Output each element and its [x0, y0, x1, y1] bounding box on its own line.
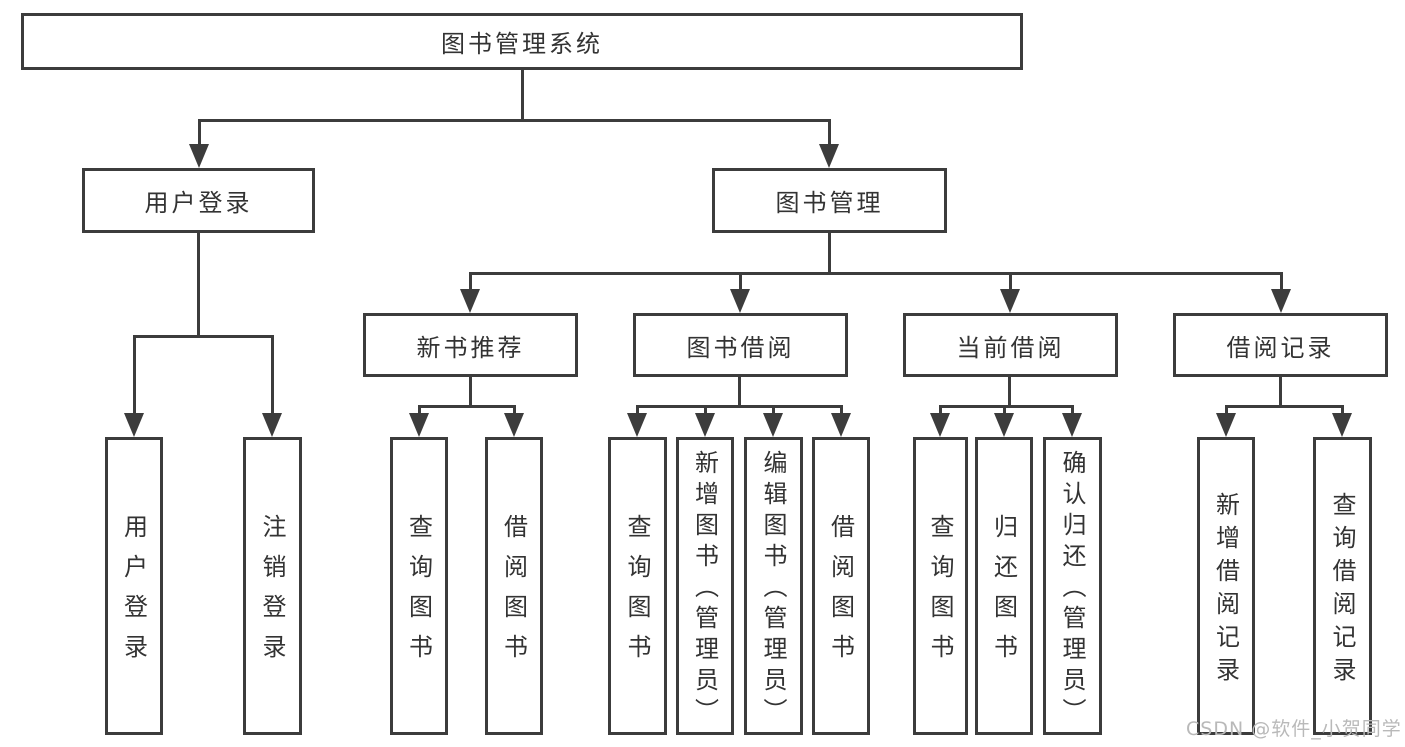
leaf-edit-book-admin-label: 编辑图书（管理员）	[759, 450, 787, 729]
node-root-label: 图书管理系统	[441, 30, 603, 58]
leaf-edit-book-admin: 编辑图书（管理员）	[744, 437, 803, 735]
node-user-login: 用户登录	[82, 168, 315, 233]
arrow-down-icon	[763, 413, 783, 437]
node-book-management: 图书管理	[712, 168, 947, 233]
connector	[521, 69, 524, 120]
leaf-query-book-current-label: 查询图书	[926, 514, 954, 674]
leaf-user-login: 用户登录	[105, 437, 163, 735]
leaf-add-book-admin-label: 新增图书（管理员）	[690, 450, 719, 729]
connector	[271, 335, 274, 417]
connector	[1341, 405, 1344, 417]
connector	[704, 405, 707, 417]
leaf-user-login-label: 用户登录	[119, 514, 148, 674]
leaf-logout-label: 注销登录	[258, 514, 286, 674]
connector	[840, 405, 843, 417]
node-user-login-label: 用户登录	[144, 189, 253, 217]
arrow-down-icon	[1271, 289, 1291, 313]
connector	[1008, 377, 1011, 407]
arrow-down-icon	[409, 413, 429, 437]
connector	[133, 335, 136, 417]
connector	[828, 233, 831, 274]
node-book-borrow-label: 图书借阅	[686, 333, 795, 362]
leaf-query-book-borrow: 查询图书	[608, 437, 667, 735]
connector	[1071, 405, 1074, 417]
connector	[939, 405, 942, 417]
connector	[418, 405, 516, 408]
arrow-down-icon	[831, 413, 851, 437]
arrow-down-icon	[730, 289, 750, 313]
connector	[197, 233, 200, 335]
leaf-borrow-book-recommend-label: 借阅图书	[499, 514, 528, 674]
leaf-query-borrow-record: 查询借阅记录	[1313, 437, 1372, 735]
connector	[828, 119, 831, 147]
connector	[738, 377, 741, 407]
node-borrow-records-label: 借阅记录	[1226, 333, 1335, 362]
leaf-query-book-current: 查询图书	[913, 437, 968, 735]
arrow-down-icon	[627, 413, 647, 437]
leaf-query-borrow-record-label: 查询借阅记录	[1328, 491, 1356, 690]
leaf-logout: 注销登录	[243, 437, 302, 735]
node-current-borrow: 当前借阅	[903, 313, 1118, 377]
leaf-return-book-label: 归还图书	[989, 514, 1018, 674]
node-book-management-label: 图书管理	[775, 189, 884, 217]
arrow-down-icon	[994, 413, 1014, 437]
connector	[1009, 272, 1012, 292]
leaf-borrow-book: 借阅图书	[812, 437, 870, 735]
connector	[133, 335, 274, 338]
leaf-add-borrow-record: 新增借阅记录	[1197, 437, 1255, 735]
connector	[636, 405, 843, 408]
node-root: 图书管理系统	[21, 13, 1023, 70]
arrow-down-icon	[1216, 413, 1236, 437]
node-new-book-recommend: 新书推荐	[363, 313, 578, 377]
connector	[1280, 272, 1283, 292]
connector	[198, 119, 831, 122]
arrow-down-icon	[930, 413, 950, 437]
node-book-borrow: 图书借阅	[633, 313, 848, 377]
leaf-borrow-book-label: 借阅图书	[826, 514, 855, 674]
arrow-down-icon	[1062, 413, 1082, 437]
connector	[469, 272, 1283, 275]
node-new-book-recommend-label: 新书推荐	[416, 333, 525, 362]
leaf-query-book-recommend: 查询图书	[390, 437, 448, 735]
connector	[1225, 405, 1344, 408]
connector	[198, 119, 201, 147]
arrow-down-icon	[189, 144, 209, 168]
leaf-confirm-return-admin-label: 确认归还（管理员）	[1058, 450, 1086, 729]
arrow-down-icon	[262, 413, 282, 437]
leaf-return-book: 归还图书	[975, 437, 1033, 735]
connector	[1003, 405, 1006, 417]
leaf-borrow-book-recommend: 借阅图书	[485, 437, 543, 735]
leaf-query-book-recommend-label: 查询图书	[404, 514, 433, 674]
connector	[1225, 405, 1228, 417]
leaf-query-book-borrow-label: 查询图书	[623, 514, 651, 674]
connector	[469, 272, 472, 292]
connector	[513, 405, 516, 417]
connector	[418, 405, 421, 417]
node-current-borrow-label: 当前借阅	[956, 333, 1065, 362]
connector	[636, 405, 639, 417]
arrow-down-icon	[504, 413, 524, 437]
leaf-add-borrow-record-label: 新增借阅记录	[1211, 491, 1240, 690]
arrow-down-icon	[124, 413, 144, 437]
node-borrow-records: 借阅记录	[1173, 313, 1388, 377]
arrow-down-icon	[819, 144, 839, 168]
connector	[939, 405, 1074, 408]
connector	[739, 272, 742, 292]
arrow-down-icon	[1000, 289, 1020, 313]
arrow-down-icon	[695, 413, 715, 437]
connector	[469, 377, 472, 407]
connector	[772, 405, 775, 417]
connector	[1279, 377, 1282, 407]
leaf-confirm-return-admin: 确认归还（管理员）	[1043, 437, 1102, 735]
leaf-add-book-admin: 新增图书（管理员）	[676, 437, 734, 735]
arrow-down-icon	[1332, 413, 1352, 437]
csdn-watermark: CSDN @软件_小贺同学	[1186, 718, 1402, 740]
arrow-down-icon	[460, 289, 480, 313]
